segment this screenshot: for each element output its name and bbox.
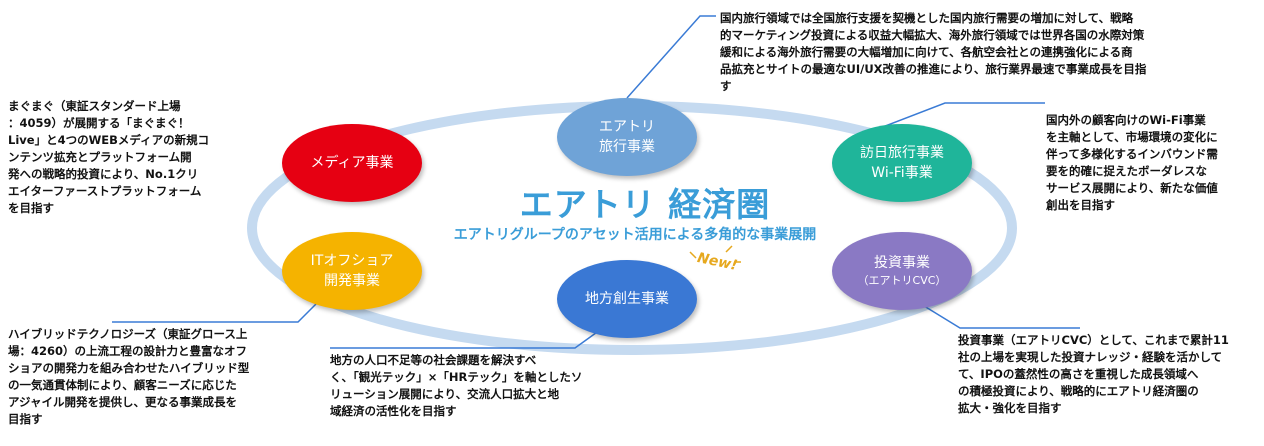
offshore-line2: 開発事業 xyxy=(324,273,380,289)
investment-line1: 投資事業 xyxy=(874,255,930,271)
investment-description: 投資事業（エアトリCVC）として、これまで累計11 社の上場を実現した投資ナレッ… xyxy=(958,332,1258,417)
desc-line: を主軸として、市場環境の変化に xyxy=(1046,130,1218,144)
desc-line: て、IPOの蓋然性の高さを重視した成長領域へ xyxy=(958,367,1199,381)
desc-line: 投資事業（エアトリCVC）として、これまで累計11 xyxy=(958,333,1229,347)
travel-line2: 旅行事業 xyxy=(599,139,655,155)
desc-line: 場：4260）の上流工程の設計力と豊富なオフ xyxy=(8,344,248,358)
connector-offshore xyxy=(112,297,323,323)
regional-description: 地方の人口不足等の社会課題を解決すべ く、「観光テック」×「HRテック」を軸とし… xyxy=(330,352,610,420)
new-sparkle xyxy=(689,245,741,263)
connector-regional xyxy=(330,329,601,349)
regional-line1: 地方創生事業 xyxy=(585,291,669,307)
offshore-line1: ITオフショア xyxy=(310,253,394,269)
offshore-bubble[interactable]: ITオフショア 開発事業 xyxy=(282,232,422,310)
desc-line: 品拡充とサイトの最適なUI/UX改善の推進により、旅行業界最速で事業成長を目指 xyxy=(720,62,1147,76)
desc-line: 創出を目指す xyxy=(1046,198,1115,212)
desc-line: を目指す xyxy=(8,201,54,215)
media-line1: メディア事業 xyxy=(310,155,394,171)
desc-line: 地方の人口不足等の社会課題を解決すべ xyxy=(330,353,537,367)
desc-line: サービス展開により、新たな価値 xyxy=(1046,181,1218,195)
inbound-description: 国内外の顧客向けのWi-Fi事業 を主軸として、市場環境の変化に 伴って多様化す… xyxy=(1046,112,1260,214)
desc-line: 国内旅行領域では全国旅行支援を契機とした国内旅行需要の増加に対して、戦略 xyxy=(720,11,1134,25)
desc-line: 国内外の顧客向けのWi-Fi事業 xyxy=(1046,113,1206,127)
desc-line: の積極投資により、戦略的にエアトリ経済圏の xyxy=(958,384,1199,398)
desc-line: 社の上場を実現した投資ナレッジ・経験を活かして xyxy=(958,350,1223,364)
desc-line: リューション展開により、交流人口拡大と地 xyxy=(330,387,560,401)
desc-line: 域経済の活性化を目指す xyxy=(330,404,457,418)
desc-line: 要を的確に捉えたボーダレスな xyxy=(1046,164,1207,178)
desc-line: 目指す xyxy=(8,412,43,426)
desc-line: 拡大・強化を目指す xyxy=(958,401,1062,415)
desc-line: ンテンツ拡充とプラットフォーム開 xyxy=(8,150,192,164)
connector-inbound xyxy=(879,102,1045,129)
center-subtitle: エアトリグループのアセット活用による多角的な事業展開 xyxy=(453,227,817,243)
inbound-line1: 訪日旅行事業 xyxy=(860,145,944,161)
travel-description: 国内旅行領域では全国旅行支援を契機とした国内旅行需要の増加に対して、戦略 的マー… xyxy=(720,10,1260,95)
travel-line1: エアトリ xyxy=(599,119,655,135)
travel-bubble[interactable]: エアトリ 旅行事業 xyxy=(557,98,697,176)
regional-bubble[interactable]: 地方創生事業 xyxy=(557,260,697,338)
inbound-line2: Wi-Fi事業 xyxy=(871,165,933,181)
desc-line: ハイブリッドテクノロジーズ（東証グロース上 xyxy=(8,327,248,341)
desc-line: Live」と4つのWEBメディアの新規コ xyxy=(8,133,210,147)
investment-bubble[interactable]: 投資事業 （エアトリCVC） xyxy=(832,232,972,310)
desc-line: アジャイル開発を提供し、更なる事業成長を xyxy=(8,395,237,409)
center-title: エアトリ 経済圏 xyxy=(519,185,771,224)
desc-line: エイターファーストプラットフォーム xyxy=(8,184,202,198)
desc-line: ：4059）が展開する「まぐまぐ！ xyxy=(8,116,190,130)
media-bubble[interactable]: メディア事業 xyxy=(282,124,422,202)
connector-travel xyxy=(626,15,716,99)
desc-line: の一気通貫体制により、顧客ニーズに応じた xyxy=(8,378,237,392)
desc-line: 的マーケティング投資による収益大幅拡大、海外旅行領域では世界各国の水際対策 xyxy=(720,28,1145,42)
desc-line: 発への戦略的投資により、No.1クリ xyxy=(8,167,199,181)
desc-line: まぐまぐ（東証スタンダード上場 xyxy=(8,99,181,113)
desc-line: す xyxy=(720,79,732,93)
offshore-description: ハイブリッドテクノロジーズ（東証グロース上 場：4260）の上流工程の設計力と豊… xyxy=(8,326,308,428)
desc-line: ショアの開発力を組み合わせたハイブリッド型 xyxy=(8,361,250,375)
inbound-bubble[interactable]: 訪日旅行事業 Wi-Fi事業 xyxy=(832,124,972,202)
media-description: まぐまぐ（東証スタンダード上場 ：4059）が展開する「まぐまぐ！ Live」と… xyxy=(8,98,248,217)
investment-line2: （エアトリCVC） xyxy=(857,274,947,287)
desc-line: 伴って多様化するインバウンド需 xyxy=(1046,147,1218,161)
desc-line: 緩和による海外旅行需要の大幅増加に向けて、各航空会社との連携強化による商 xyxy=(720,45,1133,59)
desc-line: く、「観光テック」×「HRテック」を軸としたソ xyxy=(330,370,583,384)
